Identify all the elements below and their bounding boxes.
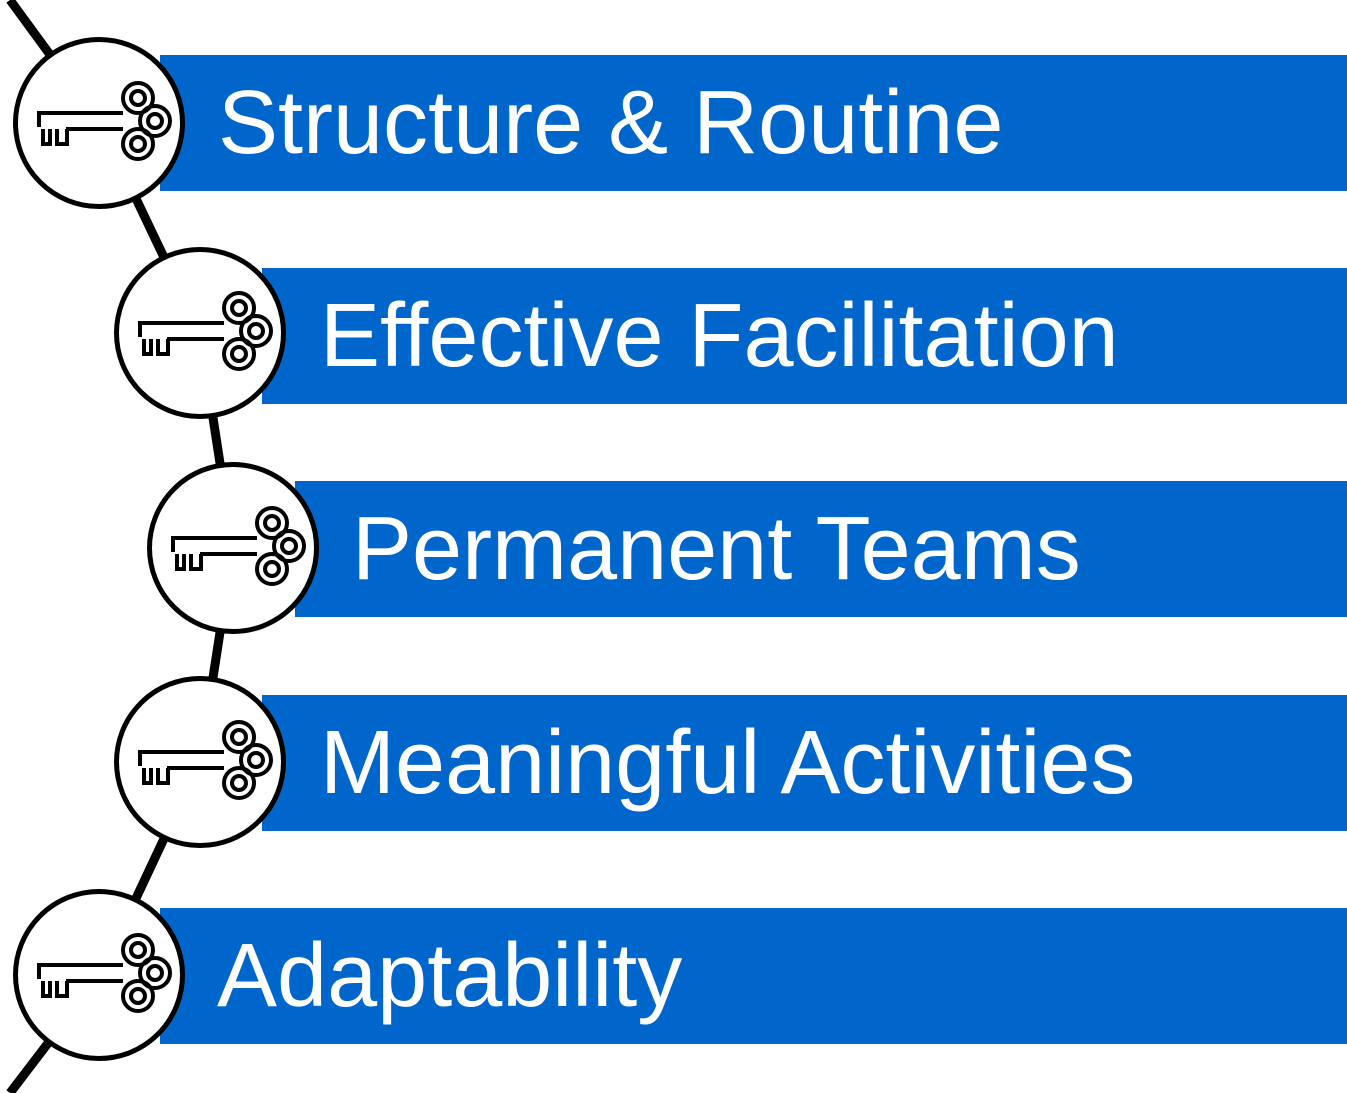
key-badge <box>147 462 319 634</box>
item-bar: Adaptability <box>160 908 1347 1044</box>
item-bar: Permanent Teams <box>295 481 1347 617</box>
key-badge <box>114 676 286 848</box>
item-label: Permanent Teams <box>352 499 1081 599</box>
item-label: Effective Facilitation <box>320 286 1119 386</box>
key-badge <box>13 889 185 1061</box>
item-bar: Meaningful Activities <box>262 695 1347 831</box>
item-label: Meaningful Activities <box>320 713 1136 813</box>
item-bar: Structure & Routine <box>160 55 1347 191</box>
item-label: Adaptability <box>217 926 683 1026</box>
key-badge <box>13 37 185 209</box>
key-badge <box>114 247 286 419</box>
item-bar: Effective Facilitation <box>262 268 1347 404</box>
item-label: Structure & Routine <box>218 73 1004 173</box>
